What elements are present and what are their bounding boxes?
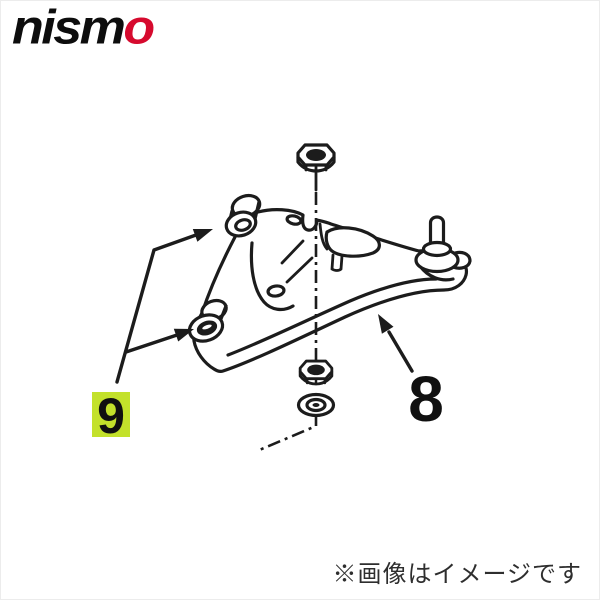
- lower-bushing: [187, 298, 228, 343]
- ball-joint-collar: [421, 240, 453, 258]
- label-9: 9: [92, 388, 130, 444]
- arrow-to-arm: [378, 314, 414, 373]
- hex-nut-top: [296, 143, 336, 173]
- label-9-highlight: [92, 392, 130, 437]
- label-8: 8: [408, 363, 444, 435]
- arm-hole: [285, 214, 303, 226]
- arm-opening: [324, 226, 381, 258]
- upper-bushing-hole: [234, 218, 252, 232]
- ball-joint-stud: [428, 215, 446, 248]
- upper-bushing: [224, 193, 262, 238]
- image-disclaimer-note: ※画像はイメージです: [332, 561, 582, 588]
- label-9-text: 9: [97, 388, 125, 444]
- arm-opening-stem: [330, 253, 344, 272]
- arm-flange-line: [226, 277, 438, 357]
- arm-recess-line: [249, 241, 295, 312]
- nismo-logo: nismo: [12, 1, 155, 55]
- control-arm-outline: [192, 208, 469, 373]
- arm-center-detail: [318, 222, 329, 251]
- arm-hash-line: [280, 239, 305, 265]
- nismo-logo-red-o: o: [123, 1, 155, 55]
- arrow-to-upper-bushing: [115, 229, 213, 384]
- arm-hole: [266, 284, 286, 298]
- ball-joint: [414, 215, 472, 274]
- control-arm-drawing: [187, 193, 472, 373]
- nismo-logo-black-text: nism: [12, 1, 126, 55]
- center-line: [256, 169, 318, 453]
- arm-hash-line: [285, 256, 314, 284]
- washer: [296, 392, 336, 418]
- hex-nut-bottom: [298, 359, 334, 386]
- arrow-to-lower-bushing: [124, 328, 194, 354]
